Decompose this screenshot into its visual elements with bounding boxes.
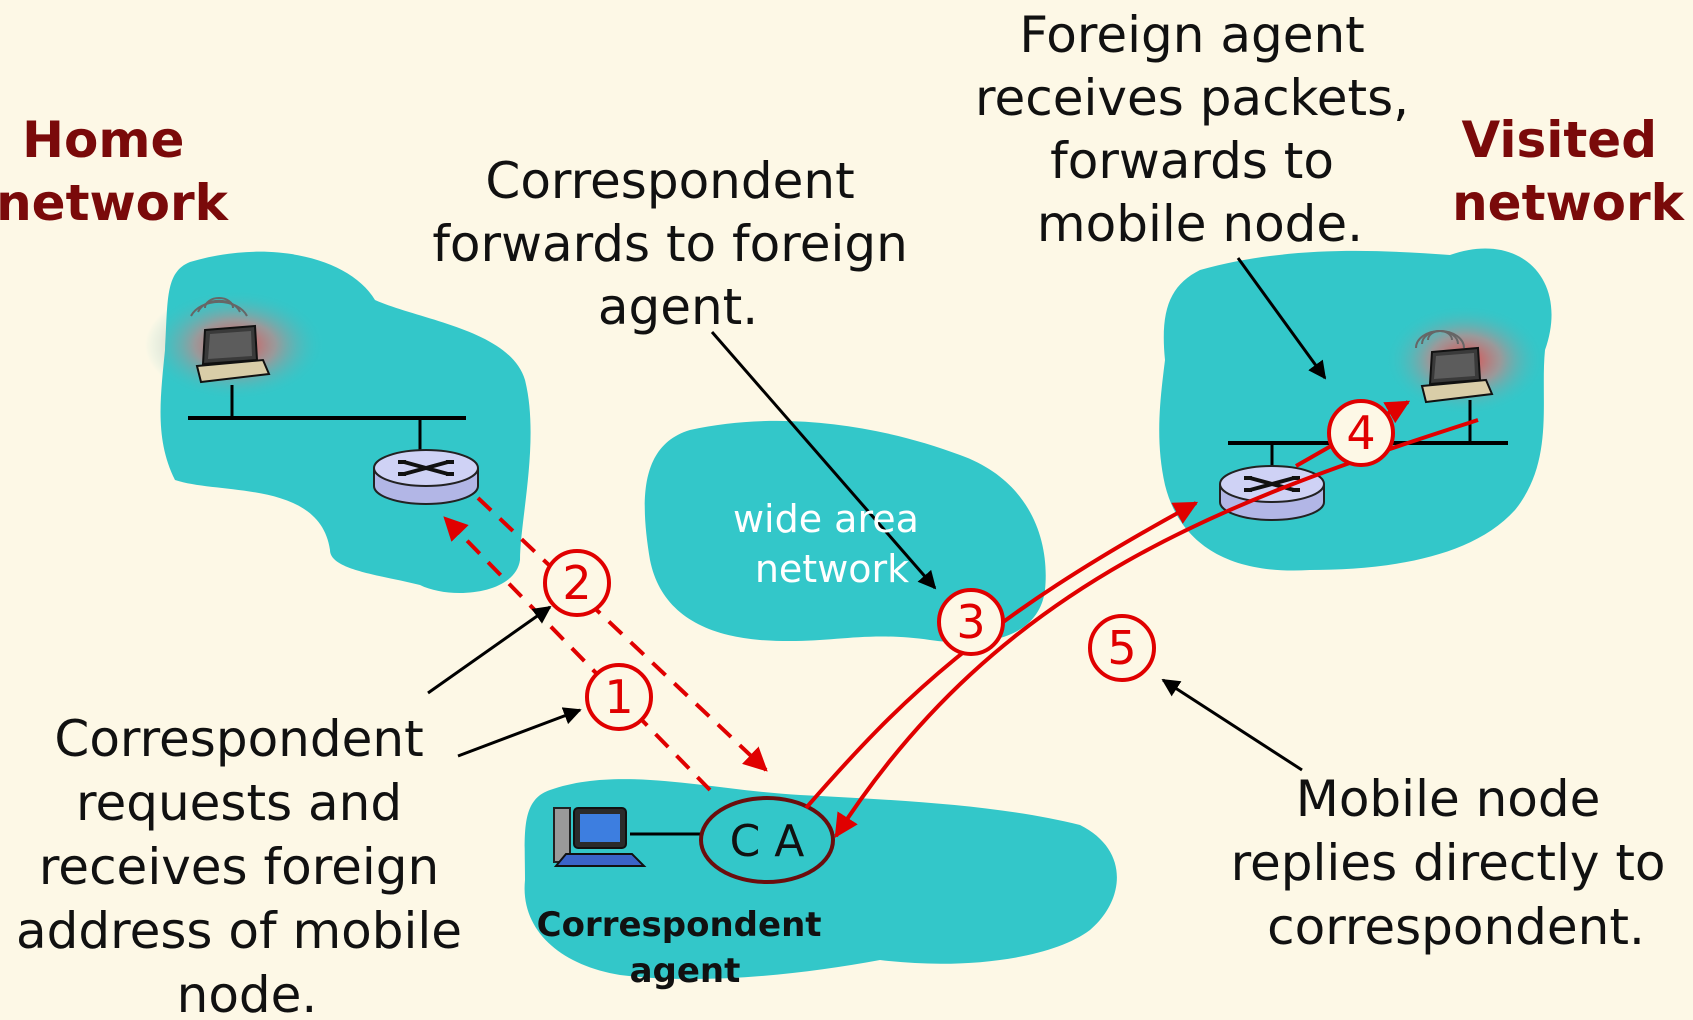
step3-forward-arrow — [804, 501, 1199, 810]
correspondent-forward-note: Correspondent forwards to foreign agent. — [432, 152, 923, 336]
step-1-marker: 1 — [585, 663, 653, 731]
svg-text:3: 3 — [956, 595, 985, 649]
mobile-reply-note: Mobile node replies directly to correspo… — [1231, 770, 1682, 956]
step-5-marker: 5 — [1088, 614, 1156, 682]
svg-text:5: 5 — [1107, 621, 1136, 675]
foreign-agent-note: Foreign agent receives packets, forwards… — [975, 6, 1425, 253]
desktop-computer-icon — [553, 807, 647, 867]
wireless-signal-icon — [190, 297, 248, 317]
router-icon — [373, 449, 479, 505]
step-3-marker: 3 — [937, 588, 1005, 656]
wide-area-network-cloud — [644, 420, 1046, 643]
svg-text:4: 4 — [1346, 406, 1375, 460]
correspondent-forward-callout-arrow — [710, 331, 937, 590]
svg-text:1: 1 — [604, 670, 633, 724]
correspondent-request-note: Correspondent requests and receives fore… — [16, 710, 478, 1020]
step1-reply-arrow — [476, 496, 768, 772]
visited-network-title: Visited network — [1452, 111, 1686, 232]
wireless-signal-icon — [1415, 330, 1465, 349]
mobile-reply-callout-arrow — [1161, 678, 1303, 772]
correspondent-agent-circle — [699, 796, 835, 884]
step2-request-arrow — [443, 516, 712, 792]
request-callout-arrow-1 — [457, 707, 582, 758]
wan-label: wide area network — [733, 497, 931, 591]
laptop-icon — [195, 324, 271, 384]
svg-text:2: 2 — [562, 556, 591, 610]
step-2-marker: 2 — [543, 549, 611, 617]
ca-label: C A — [730, 816, 805, 867]
request-callout-arrow-2 — [427, 605, 552, 695]
home-network-title: Home network — [0, 111, 230, 232]
correspondent-network-cloud — [524, 779, 1117, 980]
laptop-icon — [1420, 346, 1494, 404]
foreign-agent-callout-arrow — [1236, 257, 1327, 380]
correspondent-agent-label: Correspondent agent — [537, 905, 834, 991]
step-4-marker: 4 — [1327, 399, 1395, 467]
